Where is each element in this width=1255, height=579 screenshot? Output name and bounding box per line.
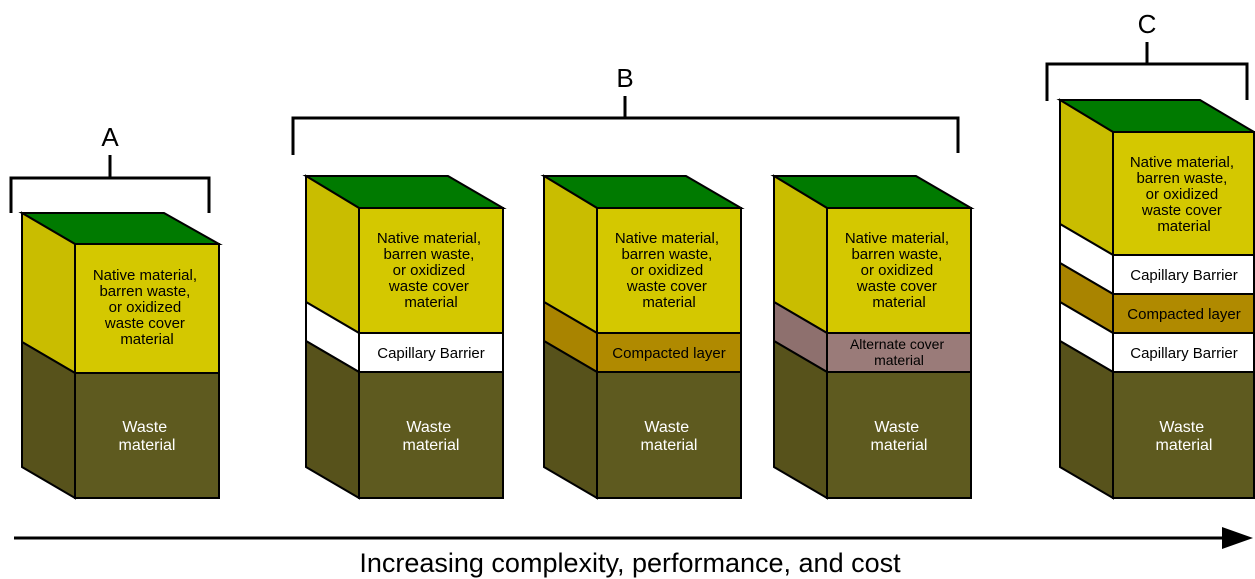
waste-layer [596, 371, 742, 499]
cover-label: Native material, barren waste, or oxidiz… [845, 230, 953, 311]
compacted-label: Compacted layer [612, 345, 725, 362]
compacted-label: Compacted layer [1127, 306, 1240, 323]
cover-label: Native material, barren waste, or oxidiz… [1130, 154, 1238, 235]
compacted-layer [596, 332, 742, 373]
cover-layer [74, 243, 220, 374]
block-b-alternate [770, 174, 975, 500]
waste-layer [1112, 371, 1255, 499]
cover-label: Native material, barren waste, or oxidiz… [377, 230, 485, 311]
cover-label: Native material, barren waste, or oxidiz… [93, 267, 201, 348]
block-b-capillary [302, 174, 507, 500]
cover-layer [826, 207, 972, 334]
waste-label: Waste material [641, 419, 698, 454]
waste-label: Waste material [403, 419, 460, 454]
progression-caption: Increasing complexity, performance, and … [359, 548, 901, 578]
waste-layer [74, 372, 220, 499]
block-a [18, 211, 223, 500]
group-label-b: B [616, 63, 633, 93]
compacted-layer [1112, 293, 1255, 334]
waste-label: Waste material [871, 419, 928, 454]
block-c [1056, 98, 1255, 500]
group-label-a: A [101, 122, 119, 152]
cover-label: Native material, barren waste, or oxidiz… [615, 230, 723, 311]
bracket-b [291, 96, 960, 155]
block-b-compacted [540, 174, 745, 500]
cover-layer [358, 207, 504, 334]
alternate-label: Alternate cover material [850, 336, 948, 368]
capillary-label-lower: Capillary Barrier [1130, 345, 1238, 362]
waste-label: Waste material [1156, 419, 1213, 454]
alternate-layer [826, 332, 972, 373]
capillary-label-upper: Capillary Barrier [1130, 267, 1238, 284]
waste-layer [358, 371, 504, 499]
capillary-label: Capillary Barrier [377, 345, 485, 362]
waste-layer [826, 371, 972, 499]
cover-layer [596, 207, 742, 334]
bracket-a [9, 155, 211, 213]
bracket-c [1045, 42, 1249, 101]
progression-arrowhead-icon [1222, 527, 1253, 549]
waste-label: Waste material [119, 419, 176, 454]
group-label-c: C [1138, 9, 1157, 39]
